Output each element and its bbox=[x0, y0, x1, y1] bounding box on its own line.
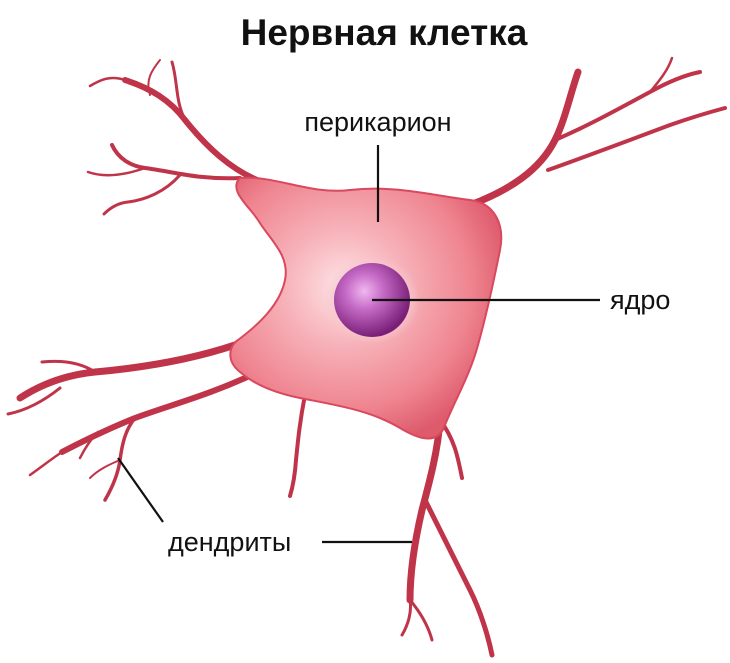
dendrites bbox=[6, 56, 727, 658]
dendrite-branch bbox=[89, 459, 121, 479]
dendrite-branch bbox=[59, 369, 261, 455]
perikaryon-label: перикарион bbox=[304, 107, 451, 137]
dendrite-branch bbox=[102, 173, 182, 216]
diagram-title: Нервная клетка bbox=[241, 12, 528, 53]
dendrite-branch bbox=[648, 56, 674, 94]
dendrites-leader-line-left bbox=[117, 457, 164, 523]
dendrite-lower-right bbox=[406, 416, 444, 604]
dendrite-branch bbox=[40, 359, 97, 374]
dendrite-branch bbox=[88, 76, 127, 88]
dendrite-branch bbox=[546, 106, 727, 172]
dendrite-lower-small bbox=[288, 393, 307, 498]
dendrite-branch bbox=[400, 598, 412, 637]
dendrite-branch bbox=[553, 70, 702, 142]
dendrite-branch bbox=[170, 60, 187, 122]
dendrite-branch bbox=[86, 166, 147, 177]
dendrites-label: дендриты bbox=[168, 527, 291, 557]
dendrite-branch bbox=[147, 59, 161, 96]
dendrite-branch bbox=[78, 430, 100, 460]
dendrite-branch bbox=[422, 497, 495, 658]
dendrite-lower-left bbox=[16, 341, 239, 402]
dendrite-branch bbox=[28, 450, 64, 477]
dendrite-branch bbox=[408, 598, 434, 642]
dendrite-branch bbox=[6, 386, 62, 416]
nucleus-label: ядро bbox=[610, 285, 670, 315]
